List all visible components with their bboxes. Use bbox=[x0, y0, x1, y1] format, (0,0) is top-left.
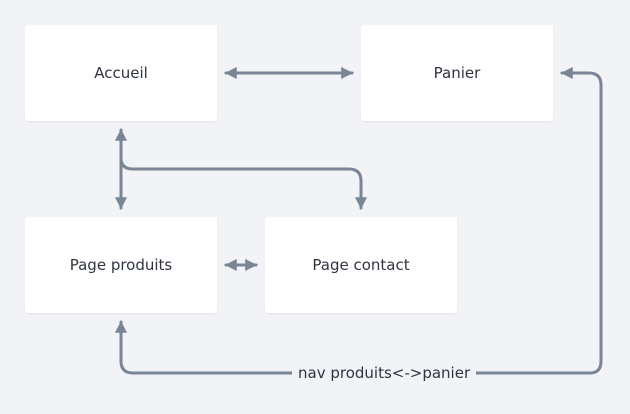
node-accueil-label: Accueil bbox=[94, 64, 148, 82]
node-page-contact-label: Page contact bbox=[312, 256, 410, 274]
node-page-contact: Page contact bbox=[265, 217, 457, 313]
edge-produits-panier bbox=[115, 67, 603, 375]
node-accueil: Accueil bbox=[25, 25, 217, 121]
node-panier: Panier bbox=[361, 25, 553, 121]
node-page-produits: Page produits bbox=[25, 217, 217, 313]
edge-label-produits-panier: nav produits<->panier bbox=[292, 363, 477, 383]
edge-accueil-contact bbox=[119, 156, 367, 210]
node-page-produits-label: Page produits bbox=[69, 256, 173, 274]
node-panier-label: Panier bbox=[433, 64, 481, 82]
